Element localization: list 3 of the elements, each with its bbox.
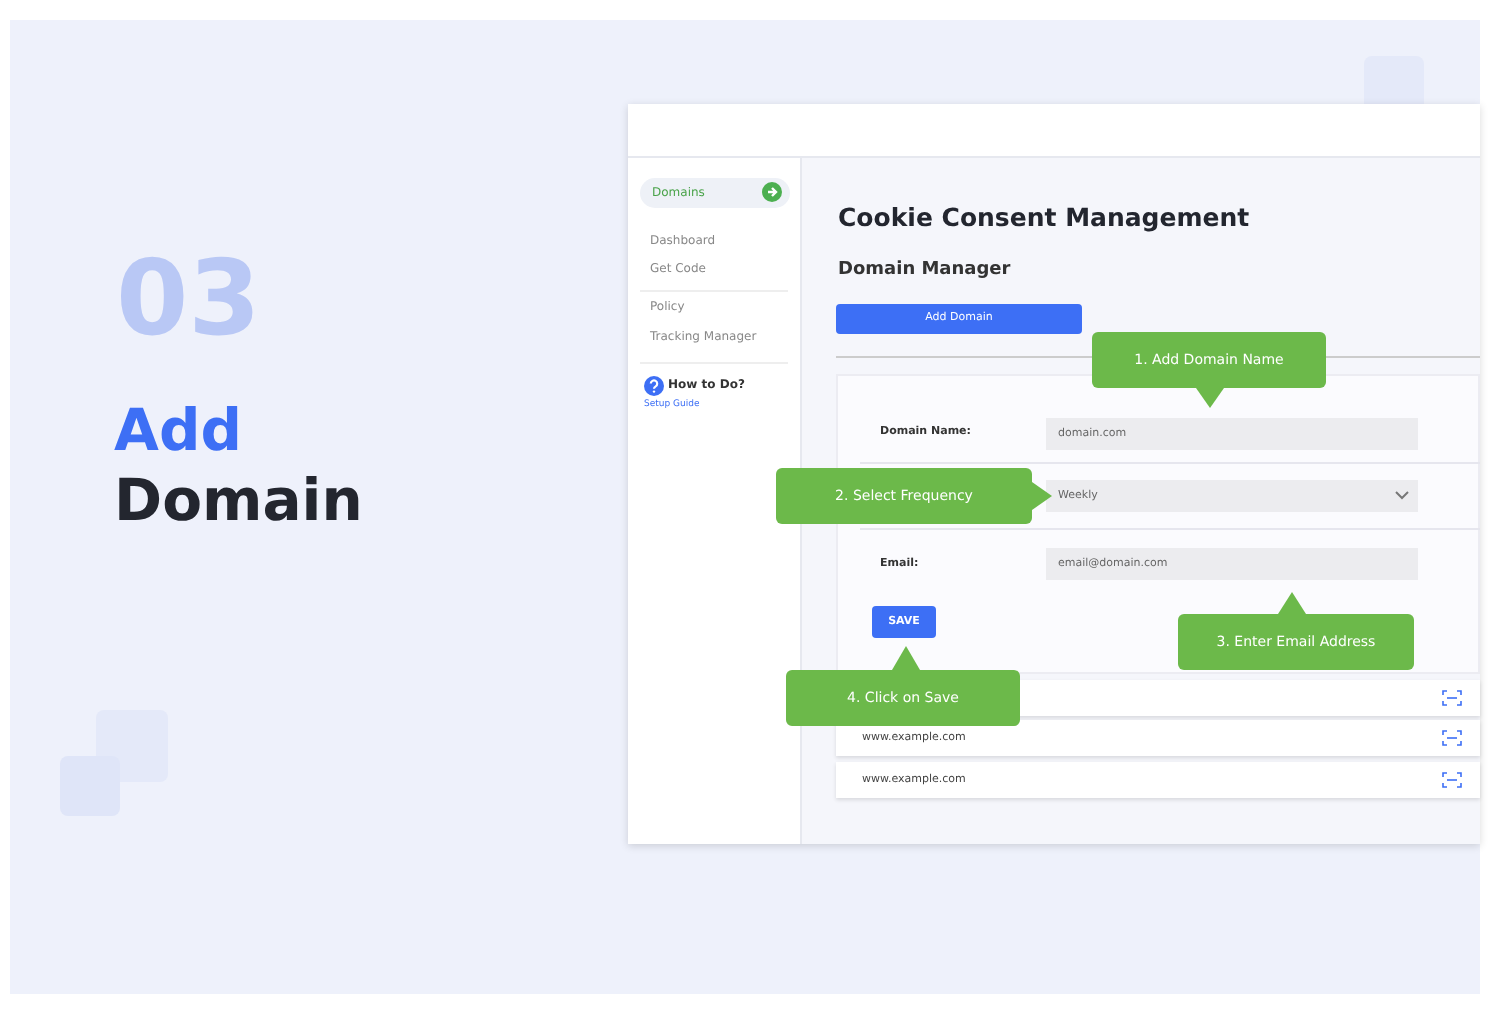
step-title: Add Domain — [114, 396, 365, 536]
section-heading: Domain Manager — [838, 260, 1011, 280]
page-heading: Cookie Consent Management — [838, 202, 1250, 232]
